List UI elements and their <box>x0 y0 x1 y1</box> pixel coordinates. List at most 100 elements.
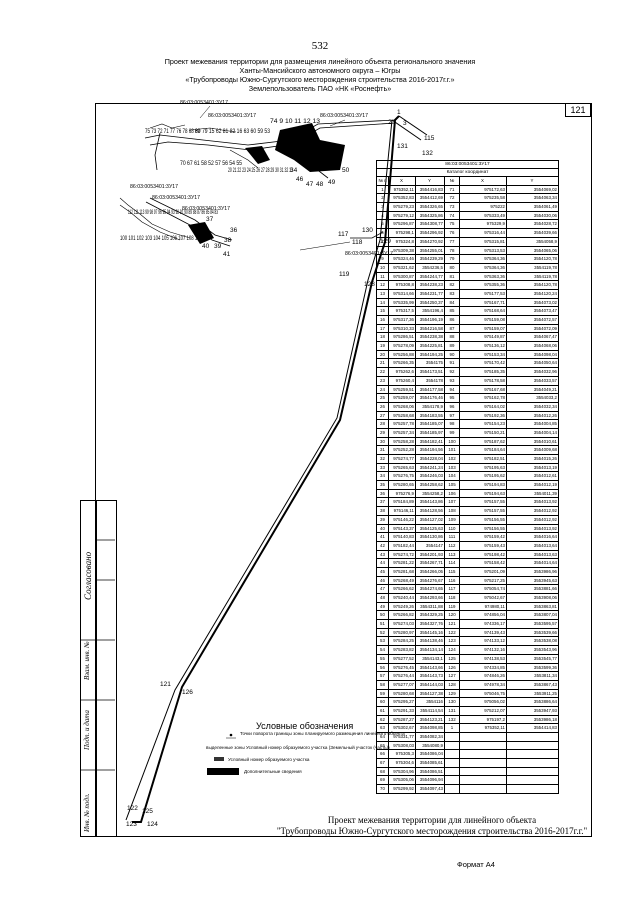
point-labels: 1 2 3 115 131 132 117 118 129 130 119 12… <box>126 109 435 828</box>
table-cell: 974138,53 <box>460 654 507 663</box>
table-cell: 24 <box>377 385 389 394</box>
table-cell: 975304,6 <box>389 759 416 767</box>
table-cell: 3554250,37 <box>416 298 445 307</box>
table-cell: 975184,64 <box>460 446 507 454</box>
table-cell: 975143,37 <box>389 524 416 533</box>
point-130: 130 <box>362 227 373 234</box>
table-cell: 10 <box>377 263 389 272</box>
table-cell: 975185,35 <box>460 368 507 376</box>
point-2: 2 <box>388 119 392 126</box>
table-cell: 3554028,72 <box>533 221 557 227</box>
table-cell: 975276,45 <box>389 663 416 672</box>
table-cell: 975268,06 <box>389 402 416 411</box>
table-cell: 3554228,04 <box>416 455 445 463</box>
table-cell: 74 <box>445 211 460 220</box>
table-cell: 125 <box>445 654 460 663</box>
table-cell: 975222 <box>460 203 507 211</box>
table-cell: 975182,51 <box>460 455 507 463</box>
table-cell: 3554012,26 <box>533 412 557 418</box>
table-cell: 975195,63 <box>460 463 507 472</box>
table-cell: 975280,65 <box>389 481 416 489</box>
table-cell: 94 <box>445 385 460 394</box>
table-cell: 3553881,66 <box>533 586 557 592</box>
table-cell: 975260,4 <box>389 376 416 385</box>
point-47: 47 <box>306 181 314 188</box>
legend-item-4: Дополнительные сведения <box>244 769 302 774</box>
legend-point-symbol <box>229 733 233 737</box>
table-cell: 20 <box>377 350 389 359</box>
table-cell: 91 <box>445 359 460 368</box>
table-cell: 109 <box>445 515 460 524</box>
table-cell: 3553947,93 <box>533 707 557 713</box>
table-cell: 975280,97 <box>389 628 416 637</box>
table-cell: 19 <box>377 342 389 350</box>
table-cell: 975324,8 <box>389 237 416 246</box>
label-leaders <box>199 105 351 251</box>
table-cell: 131 <box>445 706 460 715</box>
table-cell: 975266,62 <box>389 585 416 593</box>
cad-label-4: 86:03:0053401:3У17 <box>130 184 178 190</box>
stamp-separators <box>80 539 115 771</box>
point-48: 48 <box>316 181 324 188</box>
table-cell: 975187,62 <box>460 437 507 446</box>
table-cell: 86 <box>445 316 460 324</box>
table-cell: 975305,3 <box>389 750 416 759</box>
table-cell: 3554125,63 <box>416 524 445 533</box>
point-117: 117 <box>338 231 349 238</box>
table-cell: 3554032,96 <box>533 369 557 375</box>
table-cell: 57 <box>377 672 389 680</box>
table-cell: 52 <box>377 628 389 637</box>
table-cell: 975157,55 <box>460 498 507 507</box>
table-cell: 3554114,54 <box>416 706 445 715</box>
table-cell: 975363,36 <box>460 272 507 281</box>
table-cell: 3554049,21 <box>533 386 557 392</box>
table-cell: 975194,63 <box>460 489 507 498</box>
table-cell: 110 <box>445 524 460 533</box>
table-cell: 54 <box>377 646 389 654</box>
table-cell: 3554073,47 <box>533 308 557 314</box>
table-cell: 107 <box>445 498 460 507</box>
table-cell: 974856,04 <box>460 611 507 620</box>
table-cell: 97 <box>445 411 460 420</box>
point-119: 119 <box>339 271 350 278</box>
point-132: 132 <box>422 150 433 157</box>
table-cell: 3554004,14 <box>533 429 557 435</box>
table-cell: 975154,23 <box>460 420 507 428</box>
table-cell: 102 <box>445 455 460 463</box>
table-cell <box>445 759 460 767</box>
table-cell: 3554012,61 <box>533 473 557 479</box>
table-cell: 3554145,16 <box>416 628 445 637</box>
legend-item-2: выделенные зоны Условный номер образуемо… <box>206 745 390 750</box>
table-cell: 3554308,77 <box>416 220 445 229</box>
table-cell: 3554196,19 <box>416 316 445 324</box>
table-cell: 126 <box>445 663 460 672</box>
table-cell: 975274,72 <box>389 550 416 559</box>
table-cell: 5 <box>377 220 389 229</box>
table-cell: 3553863,81 <box>533 603 557 609</box>
table-cell: 72 <box>445 194 460 203</box>
table-cell: 3554216,58 <box>416 324 445 333</box>
table-cell: 2 <box>377 194 389 203</box>
table-cell: 103 <box>445 463 460 472</box>
table-cell <box>445 785 460 793</box>
table-cell: 975159,43 <box>460 541 507 550</box>
table-cell: 3554082,34 <box>416 733 445 741</box>
table-cell: 3554065,06 <box>533 247 557 253</box>
table-cell: 98 <box>445 420 460 428</box>
point-123: 123 <box>126 821 137 828</box>
